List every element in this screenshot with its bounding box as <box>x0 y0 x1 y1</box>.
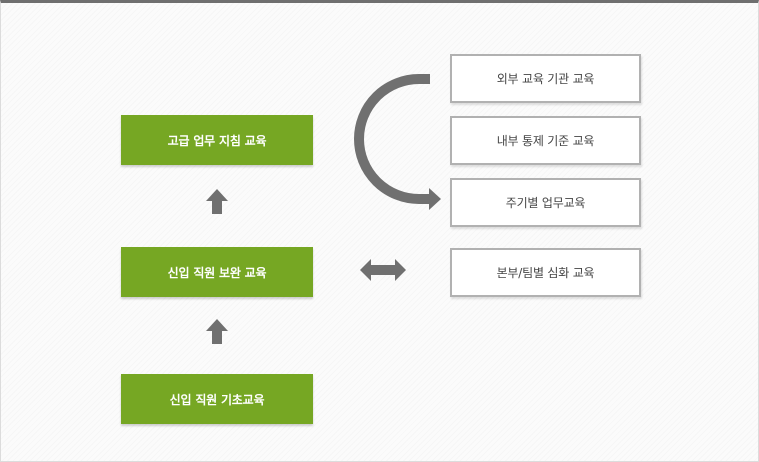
basic-training-box: 신입 직원 기초교육 <box>121 374 313 424</box>
internal-control-training-label: 내부 통제 기준 교육 <box>496 134 595 148</box>
supplementary-training-box: 신입 직원 보완 교육 <box>121 247 313 297</box>
basic-training-label: 신입 직원 기초교육 <box>169 392 265 407</box>
periodic-training-label: 주기별 업무교육 <box>505 196 586 210</box>
team-advanced-training-label: 본부/팀별 심화 교육 <box>496 266 595 280</box>
advanced-training-label: 고급 업무 지침 교육 <box>167 133 267 148</box>
external-training-label: 외부 교육 기관 교육 <box>496 72 595 86</box>
external-training-box: 외부 교육 기관 교육 <box>450 54 641 103</box>
supplementary-training-label: 신입 직원 보완 교육 <box>167 265 267 280</box>
team-advanced-training-box: 본부/팀별 심화 교육 <box>450 248 641 297</box>
periodic-training-box: 주기별 업무교육 <box>450 178 641 227</box>
internal-control-training-box: 내부 통제 기준 교육 <box>450 116 641 165</box>
advanced-training-box: 고급 업무 지침 교육 <box>121 115 313 165</box>
